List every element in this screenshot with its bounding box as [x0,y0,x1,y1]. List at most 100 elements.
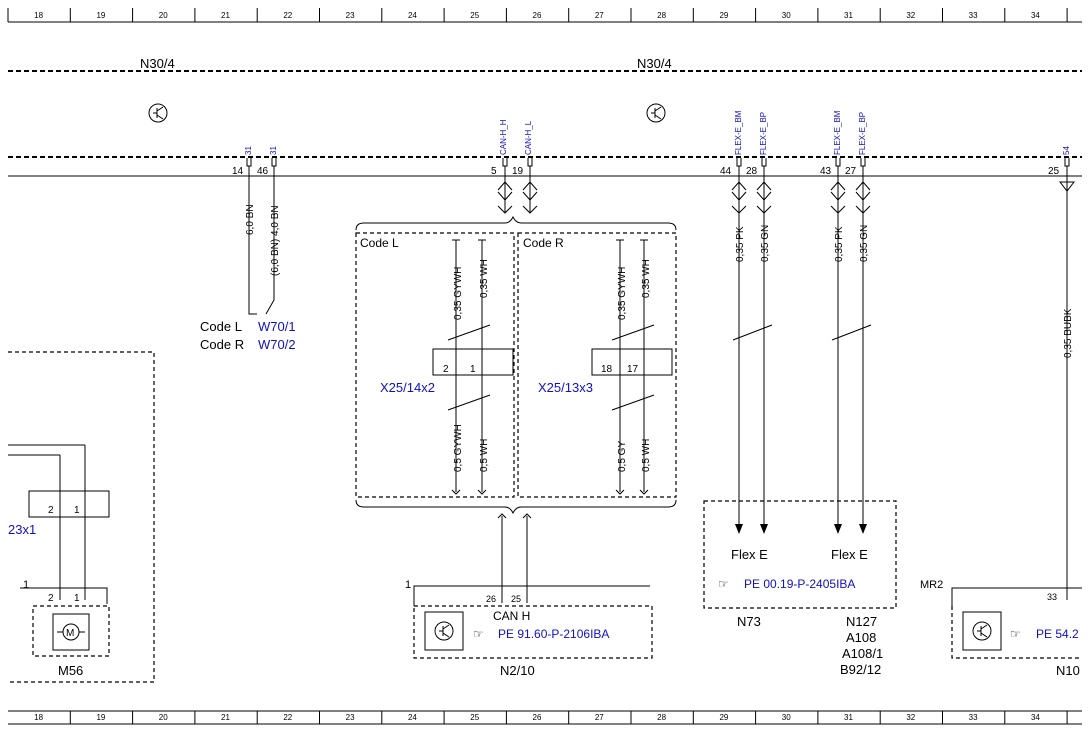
wire-label: 0,5 WH [479,439,490,472]
ruler-label: 32 [906,11,915,20]
connector-x25-14x2[interactable]: X25/14x2 [380,380,435,395]
wire-label: 0,35 GN [859,225,870,262]
ruler-label: 21 [221,713,230,722]
svg-text:M: M [66,628,74,639]
ruler-label: 32 [906,713,915,722]
pin-number: 46 [257,166,269,177]
component-label-n10: N10 [1056,663,1080,678]
pin-number: 14 [232,166,244,177]
ruler-label: 21 [221,11,230,20]
wire-label: 0,35 PK [735,226,746,262]
connector-23x1[interactable]: 23x1 [8,522,36,537]
component-label-n2-10: N2/10 [500,663,535,678]
pin-number: 19 [512,166,524,177]
pin-number: 44 [720,166,732,177]
code-l-box [355,232,515,498]
module-label-n30-4-b: N30/4 [637,56,672,71]
ruler-label: 22 [283,11,292,20]
flex-e-box [703,500,897,609]
wire-label: 0,35 BUBK [1063,308,1074,358]
ref-w70-2[interactable]: W70/2 [258,337,296,352]
component-m56-box [32,605,110,657]
pin-signal: CAN-H_L [524,120,533,155]
pin-number: 1 [405,579,411,591]
wire-label: 0,5 GY [617,441,628,472]
pin-number: 28 [746,166,758,177]
wire-label: 0,35 PK [834,226,845,262]
wire-label: 0,5 GYWH [453,424,464,472]
component-n2-10-box [413,605,653,659]
pin-number: 25 [1048,166,1060,177]
ruler-label: 30 [782,11,791,20]
pin-signal: FLEX-E_BP [858,112,867,155]
pin-number: 27 [845,166,857,177]
pin-number: 1 [74,505,80,516]
ref-w70-1[interactable]: W70/1 [258,319,296,334]
mr2-label: MR2 [920,579,943,591]
pointing-hand-icon: ☞ [718,577,729,591]
wire-label: 0,35 GYWH [453,267,464,320]
pin-signal-labels: 31 31 CAN-H_H CAN-H_L FLEX-E_BM FLEX-E_B… [244,110,1071,155]
wire-label: 0,35 WH [641,259,652,298]
ruler-label: 29 [719,11,728,20]
component-label-b92-12: B92/12 [840,662,881,677]
pointing-hand-icon: ☞ [473,627,484,641]
ruler-label: 24 [408,713,417,722]
ruler-label: 18 [34,11,43,20]
motor-icon: M [57,623,85,641]
ref-link-n2-10[interactable]: PE 91.60-P-2106IBA [498,627,609,641]
flex-e-label: Flex E [731,547,768,562]
pin-number: 18 [601,364,613,375]
component-label-n127: N127 [846,614,877,629]
pin-number: 25 [511,594,521,604]
component-label-n73: N73 [737,614,761,629]
pointing-hand-icon: ☞ [1010,627,1021,641]
pin-number: 2 [48,593,54,604]
code-r-label: Code R [200,337,244,352]
pin-signal: 31 [269,146,278,155]
transistor-icon [434,621,454,641]
wire-label: 0,35 GYWH [617,267,628,320]
pin-number: 17 [627,364,639,375]
connector-x25-13x3[interactable]: X25/13x3 [538,380,593,395]
ruler-label: 28 [657,11,666,20]
ruler-label: 34 [1031,11,1040,20]
ruler-label: 27 [595,713,604,722]
module-label-n30-4: N30/4 [140,56,175,71]
ruler-label: 31 [844,713,853,722]
pin-number: 5 [491,166,497,177]
pin-signal: CAN-H_H [499,119,508,155]
component-label-m56: M56 [58,663,83,678]
ruler-label: 22 [283,713,292,722]
pin-signal: FLEX-E_BM [833,110,842,155]
component-label-a108: A108 [846,630,876,645]
ruler-label: 19 [96,713,105,722]
ref-link-n10[interactable]: PE 54.2 [1036,627,1079,641]
pin-number: 1 [23,579,29,591]
ruler-label: 20 [159,713,168,722]
ruler-label: 24 [408,11,417,20]
pin-number: 33 [1047,592,1057,602]
ruler-label: 34 [1031,713,1040,722]
ruler-label: 26 [533,11,542,20]
wire-label: 0,35 WH [479,259,490,298]
ruler-label: 20 [159,11,168,20]
ruler-label: 23 [346,11,355,20]
ruler-label: 30 [782,713,791,722]
transistor-icon [972,621,992,641]
ruler-label: 25 [470,11,479,20]
left-component-box [8,351,155,683]
code-l-box-label: Code L [360,236,399,250]
wire-label: 0,5 WH [641,439,652,472]
code-r-box-label: Code R [523,236,564,250]
flex-e-label: Flex E [831,547,868,562]
pin-signal: 54 [1062,146,1071,155]
ruler-label: 19 [96,11,105,20]
ruler-label: 25 [470,713,479,722]
code-l-label: Code L [200,319,242,334]
wire-label: (6,0 BN) 4,0 BN [270,205,281,276]
ref-link-flex-e[interactable]: PE 00.19-P-2405IBA [744,577,855,591]
pin-number: 1 [74,593,80,604]
ruler-label: 26 [533,713,542,722]
